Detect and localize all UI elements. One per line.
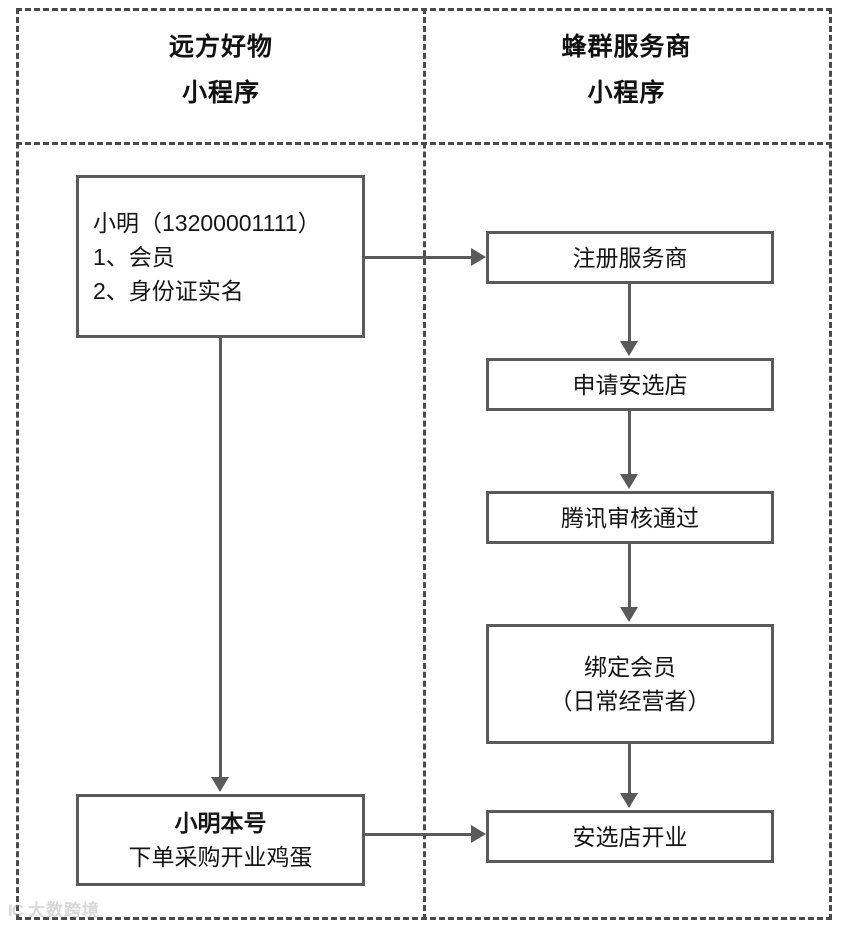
- node-apply-anxuan-store-label: 申请安选店: [572, 371, 688, 398]
- edge-user-to-register-arrowhead: [471, 248, 486, 266]
- node-place-order[interactable]: 小明本号 下单采购开业鸡蛋: [76, 794, 365, 886]
- edge-apply-to-approve-line: [628, 411, 631, 476]
- edge-register-to-apply-arrowhead: [620, 341, 638, 356]
- watermark-logo-icon: IC: [8, 901, 24, 920]
- edge-user-to-order-arrowhead: [211, 777, 229, 792]
- lane-header-left: 远方好物 小程序: [19, 24, 423, 116]
- edge-approve-to-bind-line: [628, 544, 631, 609]
- swimlane-column-divider: [423, 8, 426, 920]
- node-anxuan-store-opening[interactable]: 安选店开业: [486, 810, 774, 863]
- lane-header-left-line1: 远方好物: [168, 33, 273, 61]
- edge-bind-to-open-line: [628, 744, 631, 795]
- node-register-service-provider-label: 注册服务商: [572, 244, 688, 271]
- edge-user-to-register-line: [365, 256, 473, 259]
- node-anxuan-store-opening-label: 安选店开业: [572, 823, 688, 850]
- node-tencent-approval-passed-label: 腾讯审核通过: [561, 504, 699, 531]
- edge-order-to-open-line: [365, 833, 473, 836]
- lane-header-left-line2: 小程序: [181, 79, 260, 107]
- node-user-profile-line1: 小明（13200001111）: [93, 209, 321, 236]
- node-place-order-title: 小明本号: [174, 810, 267, 836]
- edge-bind-to-open-arrowhead: [620, 793, 638, 808]
- node-bind-member[interactable]: 绑定会员 （日常经营者）: [486, 624, 774, 744]
- lane-header-right-line2: 小程序: [587, 79, 666, 107]
- edge-register-to-apply-line: [628, 284, 631, 343]
- watermark-text: 大数跨境: [28, 901, 100, 920]
- node-bind-member-line1: 绑定会员: [584, 654, 676, 680]
- node-user-profile-line2: 1、会员: [93, 243, 175, 270]
- node-tencent-approval-passed[interactable]: 腾讯审核通过: [486, 491, 774, 544]
- node-bind-member-line2: （日常经营者）: [549, 688, 711, 714]
- edge-apply-to-approve-arrowhead: [620, 474, 638, 489]
- edge-order-to-open-arrowhead: [471, 825, 486, 843]
- node-user-profile-line3: 2、身份证实名: [93, 277, 244, 304]
- node-place-order-subtitle: 下单采购开业鸡蛋: [128, 844, 313, 870]
- edge-user-to-order-line: [219, 338, 222, 779]
- node-apply-anxuan-store[interactable]: 申请安选店: [486, 358, 774, 411]
- node-user-profile[interactable]: 小明（13200001111） 1、会员 2、身份证实名: [76, 175, 365, 338]
- node-register-service-provider[interactable]: 注册服务商: [486, 231, 774, 284]
- lane-header-right-line1: 蜂群服务商: [561, 33, 692, 61]
- lane-header-right: 蜂群服务商 小程序: [424, 24, 829, 116]
- edge-approve-to-bind-arrowhead: [620, 607, 638, 622]
- watermark: IC 大数跨境: [8, 902, 100, 919]
